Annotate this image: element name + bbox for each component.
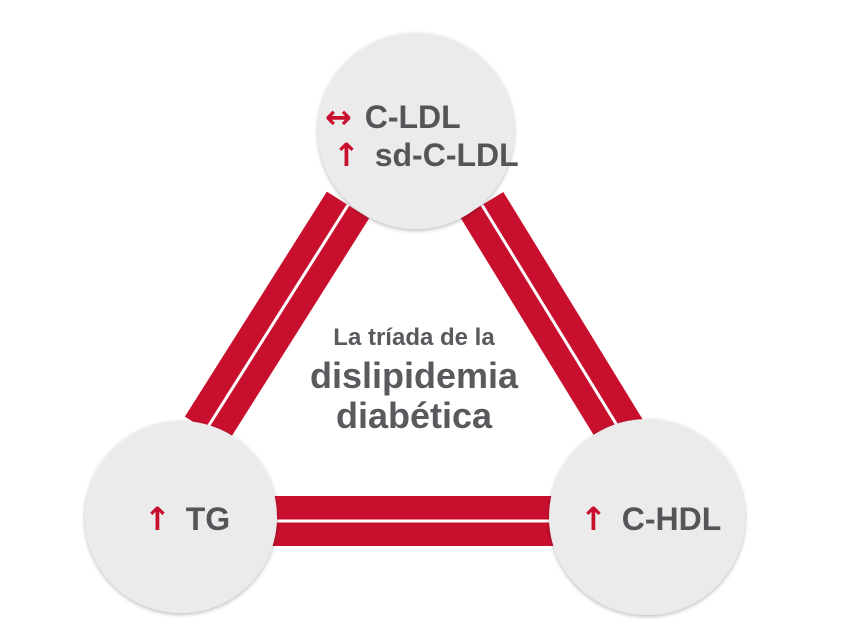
- tg-label: TG: [186, 501, 230, 537]
- center-title-line2: dislipidemia: [310, 355, 519, 396]
- c-hdl-label: C-HDL: [622, 501, 722, 537]
- node-right-label: ↑ C-HDL: [580, 500, 721, 538]
- connector-top-right: [460, 191, 648, 454]
- center-title-line3: diabética: [336, 395, 493, 436]
- node-top-circle: [318, 33, 514, 229]
- node-right-circle: [549, 419, 745, 615]
- node-left-circle: [85, 421, 277, 613]
- node-left-label: ↑ TG: [144, 500, 230, 538]
- center-title-line1: La tríada de la: [333, 324, 495, 351]
- up-arrow-icon: ↑: [333, 136, 360, 174]
- svg-text:↔ C-LDL: ↔ C-LDL: [325, 98, 461, 136]
- sd-c-ldl-label: sd-C-LDL: [375, 137, 519, 173]
- node-top-label: ↔ C-LDL ↑ sd-C-LDL: [325, 98, 519, 174]
- connector-top-left: [184, 191, 370, 444]
- up-arrow-icon: ↑: [144, 500, 171, 538]
- c-ldl-label: C-LDL: [365, 99, 461, 135]
- svg-text:↑ sd-C-LDL: ↑ sd-C-LDL: [333, 136, 519, 174]
- bidirectional-arrow-icon: ↔: [325, 98, 352, 136]
- up-arrow-icon: ↑: [580, 500, 607, 538]
